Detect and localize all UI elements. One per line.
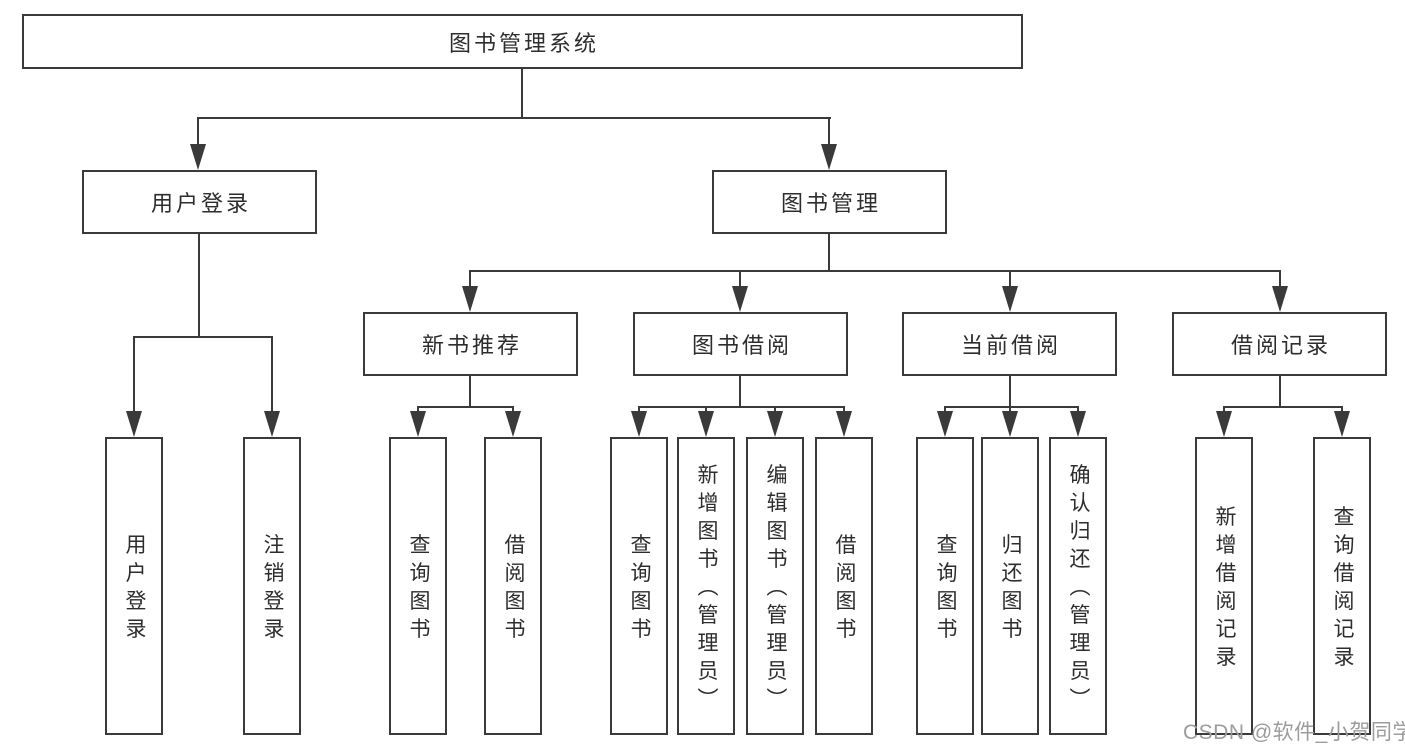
connector-line: [1009, 376, 1011, 407]
connector-line: [133, 336, 273, 338]
node-borrow-record: 借阅记录: [1172, 312, 1387, 376]
node-label: 确认归还（管理员）: [1067, 463, 1090, 716]
connector-line: [843, 406, 845, 415]
leaf-newbook-borrow-books: 借阅图书: [484, 437, 542, 735]
connector-line: [512, 406, 514, 415]
arrow-down-icon: [1216, 411, 1232, 437]
node-label: 归还图书: [999, 533, 1022, 646]
connector-line: [638, 406, 845, 408]
connector-line: [1279, 376, 1281, 407]
connector-line: [739, 376, 741, 407]
connector-line: [774, 406, 776, 415]
connector-line: [197, 117, 199, 149]
csdn-watermark: CSDN @软件_小贺同学: [1183, 721, 1405, 744]
arrow-down-icon: [1002, 286, 1018, 312]
node-label: 新书推荐: [421, 333, 522, 358]
connector-line: [944, 406, 1079, 408]
node-label: 新增图书（管理员）: [695, 463, 718, 716]
connector-line: [521, 68, 523, 117]
arrow-down-icon: [1334, 411, 1350, 437]
leaf-newbook-query-books: 查询图书: [389, 437, 447, 735]
leaf-borrow-add-books-admin: 新增图书（管理员）: [677, 437, 735, 735]
leaf-logout: 注销登录: [243, 437, 301, 735]
connector-line: [198, 234, 200, 337]
leaf-record-query-borrow-record: 查询借阅记录: [1313, 437, 1371, 735]
node-library-management-system: 图书管理系统: [22, 14, 1023, 69]
node-label: 用户登录: [123, 533, 146, 646]
connector-line: [828, 234, 830, 271]
node-label: 借阅图书: [502, 533, 525, 646]
node-label: 查询图书: [407, 533, 430, 646]
connector-line: [739, 270, 741, 290]
connector-line: [828, 117, 830, 149]
node-current-borrow: 当前借阅: [902, 312, 1117, 376]
node-label: 当前借阅: [960, 333, 1061, 358]
arrow-down-icon: [1070, 411, 1086, 437]
arrow-down-icon: [767, 411, 783, 437]
arrow-down-icon: [264, 411, 280, 437]
arrow-down-icon: [190, 144, 206, 170]
connector-line: [944, 406, 946, 415]
connector-line: [1009, 270, 1011, 290]
connector-line: [705, 406, 707, 415]
arrow-down-icon: [631, 411, 647, 437]
connector-line: [1223, 406, 1225, 415]
leaf-current-return-books: 归还图书: [981, 437, 1039, 735]
connector-line: [469, 376, 471, 407]
node-label: 编辑图书（管理员）: [764, 463, 787, 716]
arrow-down-icon: [1002, 411, 1018, 437]
node-label: 查询借阅记录: [1331, 505, 1354, 674]
leaf-current-query-books: 查询图书: [916, 437, 974, 735]
node-label: 查询图书: [934, 533, 957, 646]
node-label: 借阅图书: [833, 533, 856, 646]
leaf-record-add-borrow-record: 新增借阅记录: [1195, 437, 1253, 735]
arrow-down-icon: [505, 411, 521, 437]
connector-line: [1077, 406, 1079, 415]
connector-line: [417, 406, 419, 415]
node-user-login: 用户登录: [82, 170, 317, 234]
arrow-down-icon: [410, 411, 426, 437]
leaf-borrow-borrow-books: 借阅图书: [815, 437, 873, 735]
connector-line: [1009, 406, 1011, 415]
node-new-book-recommend: 新书推荐: [363, 312, 578, 376]
arrow-down-icon: [732, 286, 748, 312]
node-label: 图书管理: [780, 191, 881, 216]
node-label: 图书借阅: [691, 333, 792, 358]
leaf-current-confirm-return-admin: 确认归还（管理员）: [1049, 437, 1107, 735]
arrow-down-icon: [1272, 286, 1288, 312]
connector-line: [417, 406, 514, 408]
leaf-borrow-edit-books-admin: 编辑图书（管理员）: [746, 437, 804, 735]
connector-line: [1223, 406, 1343, 408]
connector-line: [469, 270, 1281, 272]
connector-line: [469, 270, 471, 290]
node-label: 新增借阅记录: [1213, 505, 1236, 674]
node-label: 图书管理系统: [448, 30, 599, 56]
arrow-down-icon: [462, 286, 478, 312]
arrow-down-icon: [821, 144, 837, 170]
node-label: 查询图书: [628, 533, 651, 646]
arrow-down-icon: [126, 411, 142, 437]
node-book-borrow: 图书借阅: [633, 312, 848, 376]
leaf-user-login: 用户登录: [105, 437, 163, 735]
arrow-down-icon: [698, 411, 714, 437]
connector-line: [133, 336, 135, 416]
node-book-management: 图书管理: [712, 170, 947, 234]
arrow-down-icon: [836, 411, 852, 437]
connector-line: [638, 406, 640, 415]
connector-line: [271, 336, 273, 416]
arrow-down-icon: [937, 411, 953, 437]
node-label: 借阅记录: [1230, 333, 1331, 358]
node-label: 注销登录: [261, 533, 284, 646]
connector-line: [1341, 406, 1343, 415]
connector-line: [1279, 270, 1281, 290]
node-label: 用户登录: [150, 191, 251, 216]
leaf-borrow-query-books: 查询图书: [610, 437, 668, 735]
connector-line: [197, 117, 831, 119]
